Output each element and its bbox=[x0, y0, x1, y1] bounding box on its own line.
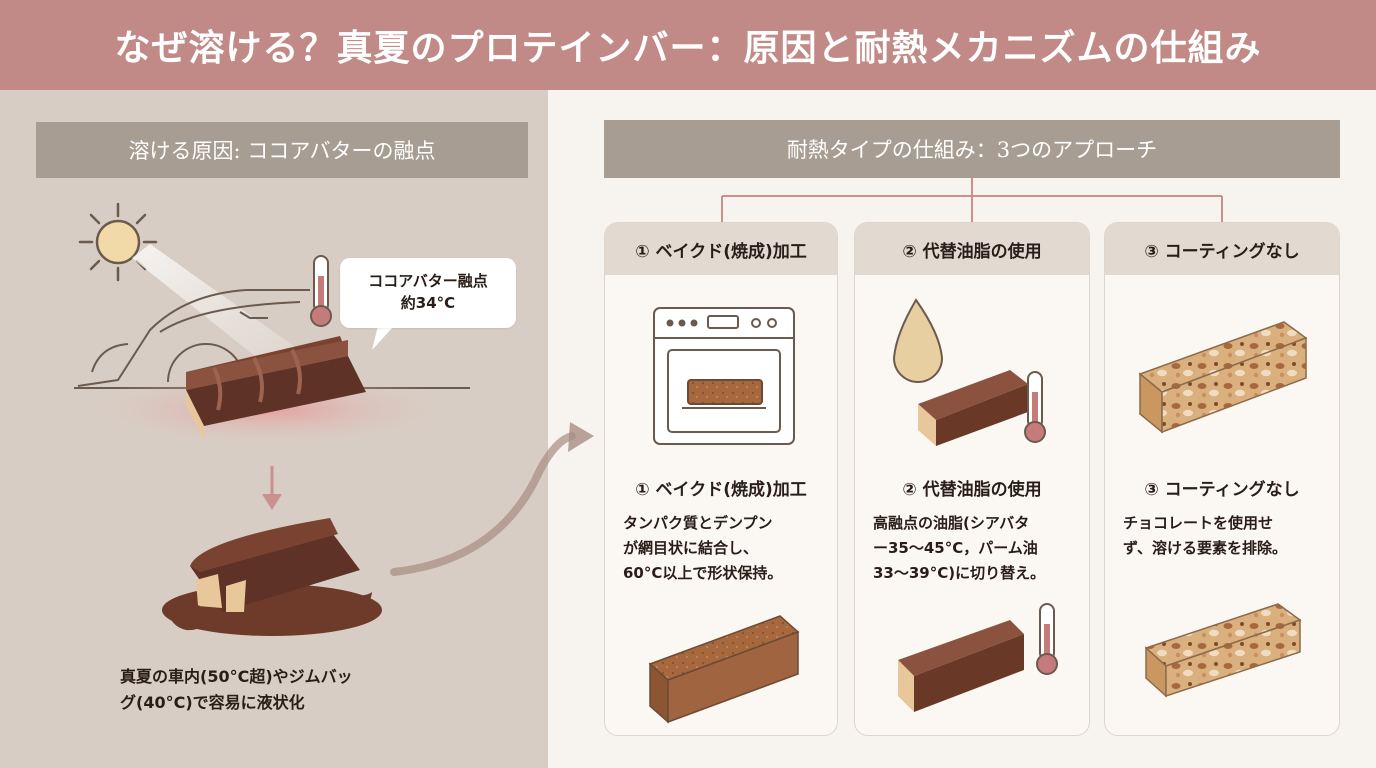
card-baked-body-line: 60°C以上で形状保持。 bbox=[623, 563, 783, 582]
cause-caption-line: グ(40°C)で容易に液状化 bbox=[120, 692, 305, 712]
card-no-coating-body-line: チョコレートを使用せ bbox=[1123, 514, 1274, 532]
bubble-line: 約34°C bbox=[400, 294, 456, 312]
card-baked-body-line: タンパク質とデンプン bbox=[623, 514, 773, 532]
card-no-coating-body-line: ず、溶ける要素を排除。 bbox=[1123, 538, 1287, 557]
card-alt-fat-subtitle: ② 代替油脂の使用 bbox=[902, 480, 1042, 500]
card-baked-body-line: が網目状に結合し、 bbox=[623, 538, 759, 557]
mechanism-section-title: 耐熱タイプの仕組み：3つのアプローチ bbox=[604, 120, 1340, 178]
card-no-coating-subtitle: ③ コーティングなし bbox=[1144, 480, 1300, 500]
title-banner: なぜ溶ける？真夏のプロテインバー：原因と耐熱メカニズムの仕組み bbox=[0, 0, 1376, 90]
page-title: なぜ溶ける？真夏のプロテインバー：原因と耐熱メカニズムの仕組み bbox=[114, 27, 1262, 69]
card-baked-subtitle: ① ベイクド(焼成)加工 bbox=[635, 480, 807, 500]
card-no-coating-body: チョコレートを使用せ ず、溶ける要素を排除。 bbox=[1123, 511, 1325, 561]
cause-caption-line: 真夏の車内(50°C超)やジムバッ bbox=[120, 667, 353, 686]
card-alt-fat-body-line: 33〜39°C)に切り替え。 bbox=[873, 563, 1046, 582]
bubble-line: ココアバター融点 bbox=[368, 272, 488, 291]
card-alt-fat-header: ② 代替油脂の使用 bbox=[855, 223, 1089, 275]
card-no-coating-header: ③ コーティングなし bbox=[1105, 223, 1339, 275]
melting-point-bubble: ココアバター融点 約34°C bbox=[340, 258, 516, 328]
cause-section-title: 溶ける原因: ココアバターの融点 bbox=[36, 122, 528, 178]
card-alt-fat: ② 代替油脂の使用 ② 代替油脂の使用 高融点の油脂(シアバタ ー35〜45°C… bbox=[854, 222, 1090, 736]
card-baked: ① ベイクド(焼成)加工 ① ベイクド(焼成)加工 タンパク質とデンプン が網目… bbox=[604, 222, 838, 736]
card-alt-fat-body-line: 高融点の油脂(シアバタ bbox=[873, 514, 1030, 532]
card-no-coating: ③ コーティングなし ③ コーティングなし チョコレートを使用せ ず、溶ける要素… bbox=[1104, 222, 1340, 736]
card-alt-fat-body-line: ー35〜45°C，パーム油 bbox=[873, 538, 1038, 557]
cause-caption: 真夏の車内(50°C超)やジムバッ グ(40°C)で容易に液状化 bbox=[120, 664, 440, 715]
card-alt-fat-body: 高融点の油脂(シアバタ ー35〜45°C，パーム油 33〜39°C)に切り替え。 bbox=[873, 511, 1075, 585]
card-baked-header: ① ベイクド(焼成)加工 bbox=[605, 223, 837, 275]
card-baked-body: タンパク質とデンプン が網目状に結合し、 60°C以上で形状保持。 bbox=[623, 511, 823, 585]
